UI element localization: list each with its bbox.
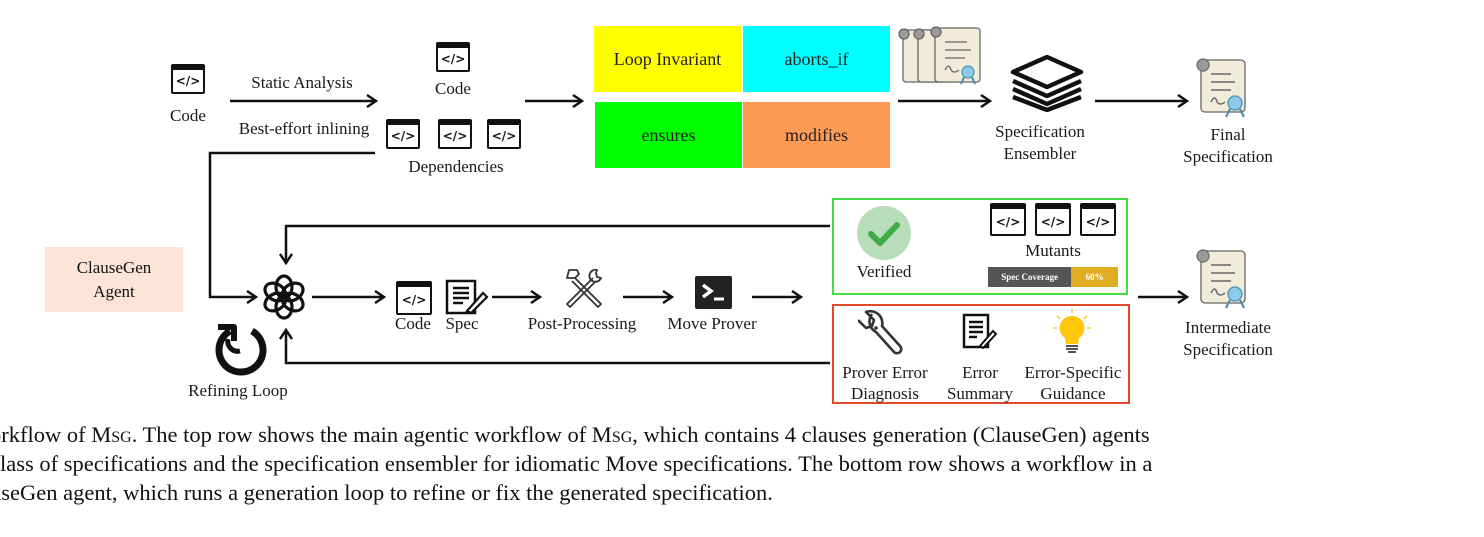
tools-icon [566, 268, 602, 308]
figure-caption: orkflow of Msg. The top row shows the ma… [0, 420, 1484, 507]
clause-label: modifies [785, 124, 848, 145]
spec-coverage-badge: Spec Coverage 60% [988, 267, 1118, 287]
mutant-code-icon: </> [990, 203, 1026, 236]
caption-line-1: orkflow of Msg. The top row shows the ma… [0, 420, 1484, 449]
error-summary-icon [962, 313, 998, 350]
clause-loop-invariant: Loop Invariant [594, 26, 741, 92]
coverage-value: 60% [1071, 267, 1118, 287]
intermediate-specification-icon [1196, 249, 1246, 309]
verified-check-icon [857, 206, 911, 260]
post-processing-label: Post-Processing [527, 314, 637, 333]
diagnosis-line1: Prover Error [842, 363, 928, 382]
clause-label: ensures [641, 124, 696, 145]
input-code-label: Code [170, 106, 206, 125]
clausegen-agent-box: ClauseGen Agent [45, 247, 183, 312]
final-label-line1: Final [1210, 125, 1246, 144]
clause-modifies: modifies [743, 102, 890, 168]
caption-text: orkflow of M [0, 422, 112, 447]
summary-line1: Error [962, 363, 998, 382]
llm-icon [263, 274, 305, 320]
caption-line-2: class of specifications and the specific… [0, 451, 1153, 476]
terminal-prompt-glyph [701, 283, 724, 301]
lightbulb-guidance-icon [1053, 309, 1091, 353]
move-prover-label: Move Prover [667, 314, 757, 333]
guidance-label: Error-Specific Guidance [1016, 362, 1130, 404]
ensembler-label-line2: Ensembler [1003, 144, 1077, 163]
refresh-loop-icon [215, 324, 267, 376]
code-icon: </> [436, 42, 470, 72]
code-icon: </> [171, 64, 205, 94]
static-analysis-label: Static Analysis [251, 73, 353, 92]
ensembler-label-line1: Specification [995, 122, 1085, 141]
inlining-label: Best-effort inlining [238, 119, 370, 138]
summary-label: Error Summary [940, 362, 1020, 404]
final-specification-icon [1196, 58, 1246, 118]
intermediate-line1: Intermediate [1185, 318, 1271, 337]
analyzed-code-label: Code [435, 79, 471, 98]
caption-msg: sg [111, 422, 132, 447]
agent-title-line2: Agent [93, 281, 135, 301]
dependencies-label: Dependencies [408, 157, 504, 176]
intermediate-line2: Specification [1183, 340, 1273, 359]
layers-icon [1010, 54, 1084, 112]
clause-aborts-if: aborts_if [743, 26, 890, 92]
caption-line-3: useGen agent, which runs a generation lo… [0, 480, 773, 505]
diagnosis-line2: Diagnosis [851, 384, 919, 403]
final-label-line2: Specification [1183, 147, 1273, 166]
dependency-icon: </> [386, 119, 420, 149]
clause-ensures: ensures [595, 102, 742, 168]
mutant-code-icon: </> [1080, 203, 1116, 236]
ensembler-label: Specification Ensembler [985, 121, 1095, 165]
summary-line2: Summary [946, 384, 1014, 403]
terminal-icon [695, 276, 732, 309]
verified-label: Verified [856, 262, 912, 281]
verified-result-box [832, 198, 1128, 295]
wrench-diagnosis-icon [858, 309, 903, 355]
dependency-icon: </> [487, 119, 521, 149]
bottom-spec-label: Spec [445, 314, 479, 333]
coverage-label: Spec Coverage [988, 267, 1072, 287]
certificate-stack-icon [898, 26, 981, 85]
code-icon: </> [396, 281, 432, 315]
caption-msg: sg [611, 422, 633, 447]
arrow-inlining-to-agent [208, 151, 375, 297]
caption-text: , which contains 4 clauses generation (C… [632, 422, 1150, 447]
guidance-line1: Error-Specific [1024, 363, 1122, 382]
clause-label: Loop Invariant [613, 48, 722, 69]
agent-title-line1: ClauseGen [76, 257, 152, 277]
intermediate-specification-label: Intermediate Specification [1164, 317, 1292, 361]
spec-document-icon [445, 279, 489, 315]
error-feedback-box [832, 304, 1130, 404]
arrow-verified-feedback [286, 224, 830, 263]
diagnosis-label: Prover Error Diagnosis [834, 362, 936, 404]
bottom-code-label: Code [395, 314, 431, 333]
clause-label: aborts_if [784, 48, 849, 69]
final-specification-label: Final Specification [1168, 124, 1288, 168]
mutant-code-icon: </> [1035, 203, 1071, 236]
guidance-line2: Guidance [1040, 384, 1106, 403]
mutants-label: Mutants [1025, 241, 1081, 260]
dependency-icon: </> [438, 119, 472, 149]
refining-loop-label: Refining Loop [188, 381, 288, 400]
caption-text: . The top row shows the main agentic wor… [131, 422, 612, 447]
arrow-error-feedback [286, 330, 830, 365]
